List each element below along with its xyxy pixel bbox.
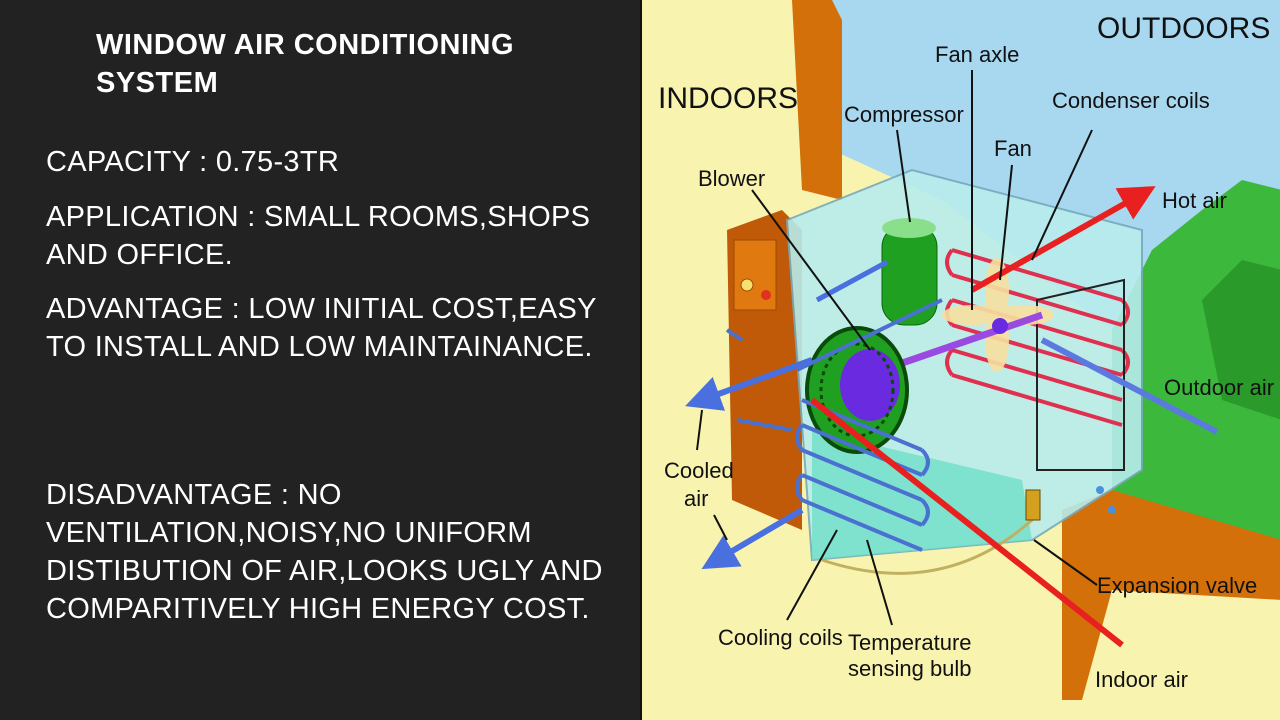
condenser-grille	[1036, 278, 1125, 471]
label-cooling-coils: Cooling coils	[718, 625, 843, 650]
label-hot-air: Hot air	[1162, 188, 1227, 213]
label-expansion-valve: Expansion valve	[1097, 573, 1257, 598]
control-knob-2	[761, 290, 771, 300]
fan-hub	[992, 318, 1008, 334]
label-compressor: Compressor	[844, 102, 964, 127]
water-drop-2	[1108, 506, 1116, 514]
outdoor-air-arrow	[1040, 337, 1219, 435]
control-knob-1	[740, 278, 754, 292]
label-sensing-bulb: sensing bulb	[848, 656, 972, 681]
label-air: air	[684, 486, 708, 511]
fan-axle	[880, 311, 1044, 374]
window-ac-diagram: OUTDOORS INDOORS Fan axle Compressor Con…	[640, 0, 1280, 720]
slide-title: WINDOW AIR CONDITIONING SYSTEM	[96, 29, 514, 99]
refrigerant-line	[821, 499, 1039, 575]
label-cooled: Cooled	[664, 458, 734, 483]
cooled-air-arrow-lower	[701, 507, 804, 570]
water-drop-1	[1096, 486, 1104, 494]
blower-motor	[840, 349, 900, 421]
label-outdoors: OUTDOORS	[1097, 12, 1270, 45]
label-blower: Blower	[698, 166, 765, 191]
leader-lines	[696, 70, 1098, 626]
bullet-capacity: CAPACITY : 0.75-3TR	[46, 146, 340, 178]
label-outdoor-air: Outdoor air	[1164, 375, 1274, 400]
bullet-advantage: ADVANTAGE : LOW INITIAL COST,EASY TO INS…	[46, 293, 597, 363]
label-fan-axle: Fan axle	[935, 42, 1019, 67]
label-indoor-air: Indoor air	[1095, 667, 1188, 692]
compressor-top	[882, 218, 936, 238]
bullet-disadvantage: DISADVANTAGE : NO VENTILATION,NOISY,NO U…	[46, 479, 603, 625]
expansion-valve	[1025, 489, 1041, 521]
indoor-air-arrow	[810, 397, 1124, 648]
label-condenser-coils: Condenser coils	[1052, 88, 1210, 113]
compressor	[881, 224, 938, 326]
bullet-application: APPLICATION : SMALL ROOMS,SHOPS AND OFFI…	[46, 201, 591, 271]
wall-bottom-section	[1062, 490, 1280, 700]
control-panel	[733, 239, 777, 311]
cooling-coils	[725, 298, 943, 552]
label-temperature: Temperature	[848, 630, 972, 655]
label-indoors: INDOORS	[658, 82, 798, 115]
cooled-air-arrow-upper	[685, 357, 814, 411]
label-fan: Fan	[994, 136, 1032, 161]
outdoor-foliage-dark	[1202, 260, 1280, 420]
wall-top-section	[792, 0, 842, 200]
